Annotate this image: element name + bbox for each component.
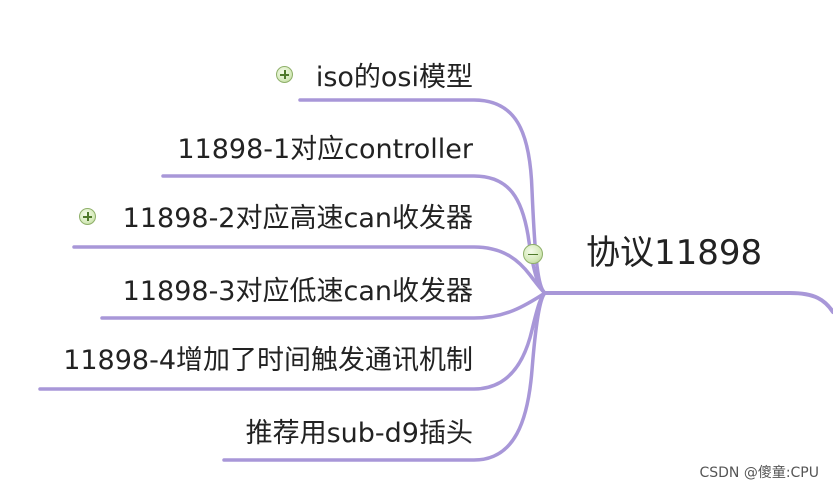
root-topic[interactable]: 协议11898	[586, 233, 763, 273]
collapse-icon[interactable]	[523, 244, 543, 264]
branch-topic-1[interactable]: iso的osi模型	[315, 62, 473, 93]
branch-topic-3[interactable]: 11898-2对应高速can收发器	[122, 203, 473, 234]
branch-line-6	[222, 291, 547, 462]
branch-topic-4[interactable]: 11898-3对应低速can收发器	[122, 276, 473, 307]
root-line	[543, 291, 833, 314]
branch-topic-2[interactable]: 11898-1对应controller	[177, 134, 473, 165]
branch-topic-6[interactable]: 推荐用sub-d9插头	[245, 418, 473, 449]
expand-icon[interactable]	[276, 66, 293, 83]
branch-topic-5[interactable]: 11898-4增加了时间触发通讯机制	[63, 345, 473, 376]
branch-line-1	[298, 98, 547, 295]
watermark: CSDN @傻童:CPU	[699, 465, 819, 481]
branch-line-3	[72, 245, 547, 295]
branch-line-2	[161, 174, 547, 295]
expand-icon[interactable]	[79, 208, 96, 225]
branch-line-4	[100, 291, 547, 320]
